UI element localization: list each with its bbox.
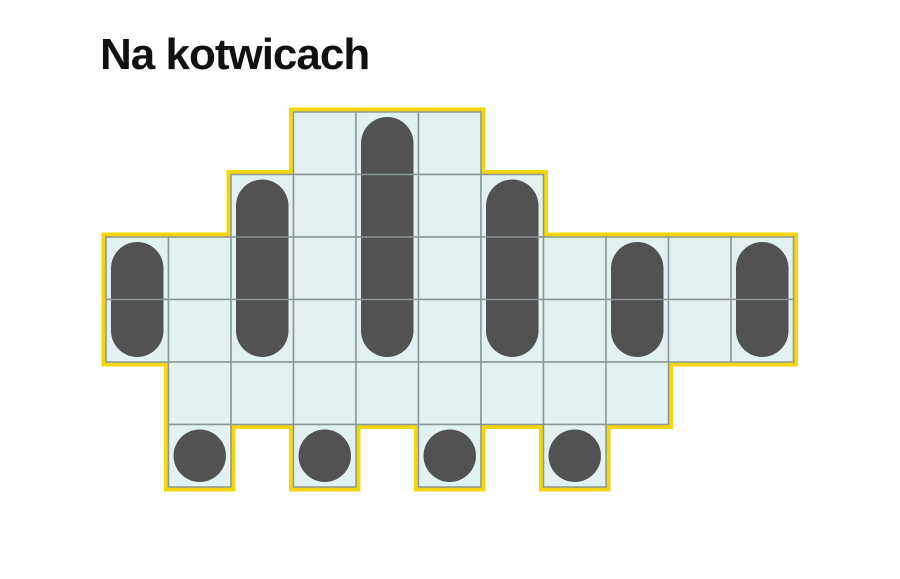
ship-piece xyxy=(236,179,289,357)
board-cell xyxy=(542,236,607,301)
board-cell xyxy=(167,361,232,426)
board-cell xyxy=(417,173,482,238)
ship-piece xyxy=(486,179,539,357)
board-cell xyxy=(292,298,357,363)
board-cell xyxy=(542,298,607,363)
puzzle-title: Na kotwicach xyxy=(100,30,370,79)
board-cell xyxy=(417,236,482,301)
board-cell xyxy=(292,361,357,426)
board-cell xyxy=(417,298,482,363)
anchor-piece xyxy=(173,429,226,482)
board-cell xyxy=(417,111,482,176)
board-cell xyxy=(167,298,232,363)
board-cell xyxy=(292,173,357,238)
anchor-piece xyxy=(298,429,351,482)
board-cell xyxy=(230,361,295,426)
board-cell xyxy=(355,361,420,426)
board-cell xyxy=(605,361,670,426)
board-cell xyxy=(292,111,357,176)
board-cell xyxy=(167,236,232,301)
anchor-piece xyxy=(548,429,601,482)
board-cell xyxy=(667,236,732,301)
anchor-piece xyxy=(423,429,476,482)
board-pieces-layer xyxy=(111,117,789,482)
board-cell xyxy=(480,361,545,426)
board-cell xyxy=(542,361,607,426)
board-cell xyxy=(667,298,732,363)
board-cell xyxy=(417,361,482,426)
board-cell xyxy=(292,236,357,301)
